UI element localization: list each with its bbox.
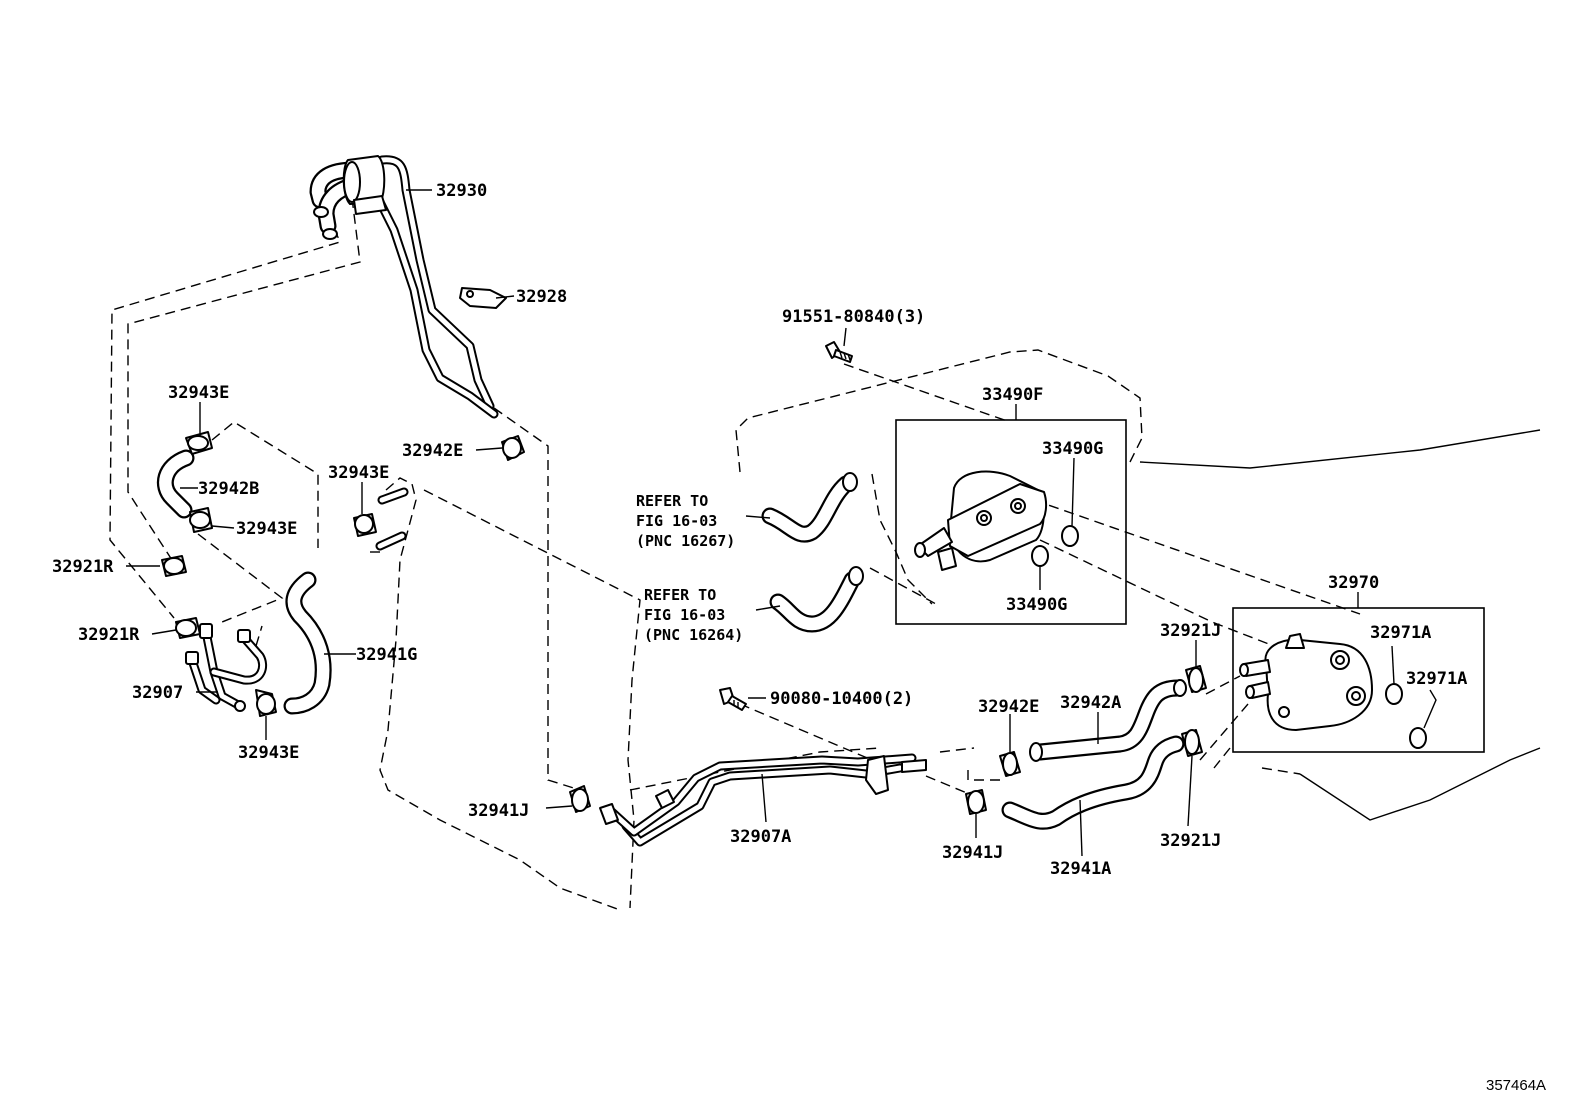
- label-91551: 91551-80840(3): [782, 307, 925, 327]
- oring-33490G-a[interactable]: [1061, 525, 1079, 547]
- oring-32971A-b[interactable]: [1409, 727, 1427, 749]
- part-labels: 32930 32928 91551-80840(3) 33490F 33490G…: [52, 181, 1467, 879]
- label-32942E-b: 32942E: [978, 697, 1039, 717]
- transmission-outline: [379, 477, 641, 911]
- part-32907-pipe[interactable]: [185, 623, 268, 712]
- ref-note-16267-line1: REFER TO: [636, 492, 708, 510]
- label-32942E-a: 32942E: [402, 441, 463, 461]
- ref-note-16264-line3: (PNC 16264): [644, 626, 743, 644]
- label-32971A-a: 32971A: [1370, 623, 1431, 643]
- clamp-32921J-upper[interactable]: [1185, 665, 1207, 693]
- label-90080: 90080-10400(2): [770, 689, 913, 709]
- label-32921R-b: 32921R: [78, 625, 140, 645]
- part-32942B-hose[interactable]: [156, 449, 195, 519]
- part-32928-clip[interactable]: [459, 287, 507, 309]
- ref-hose-16267: [761, 472, 858, 543]
- oring-33490G-b[interactable]: [1031, 545, 1049, 567]
- ref-note-16264-line1: REFER TO: [644, 586, 716, 604]
- label-32942B: 32942B: [198, 479, 259, 499]
- clamp-32943E-mid[interactable]: [189, 507, 213, 533]
- clamp-32921R-upper[interactable]: [161, 555, 187, 577]
- label-32943E-d: 32943E: [238, 743, 299, 763]
- ref-hose-16264: [769, 566, 864, 633]
- bolt-90080[interactable]: [719, 687, 747, 711]
- label-32921J-a: 32921J: [1160, 621, 1221, 641]
- label-32941J-a: 32941J: [468, 801, 529, 821]
- label-33490G-b: 33490G: [1006, 595, 1067, 615]
- figure-id: 357464A: [1486, 1077, 1546, 1094]
- clamp-32943E-bottom[interactable]: [255, 689, 277, 717]
- label-33490G-a: 33490G: [1042, 439, 1103, 459]
- part-32942A-hose[interactable]: [1029, 679, 1187, 762]
- label-32928: 32928: [516, 287, 567, 307]
- label-32930: 32930: [436, 181, 487, 201]
- ref-note-16264: REFER TO FIG 16-03 (PNC 16264): [644, 586, 743, 644]
- label-32970: 32970: [1328, 573, 1379, 593]
- label-32942A: 32942A: [1060, 693, 1121, 713]
- label-32907: 32907: [132, 683, 183, 703]
- label-32907A: 32907A: [730, 827, 791, 847]
- label-32943E-b: 32943E: [236, 519, 297, 539]
- clamp-32921J-lower[interactable]: [1181, 729, 1203, 757]
- label-32921R-a: 32921R: [52, 557, 114, 577]
- label-32943E-c: 32943E: [328, 463, 389, 483]
- bolt-91551[interactable]: [825, 341, 853, 363]
- clamp-32942E-lower[interactable]: [999, 751, 1021, 777]
- label-32921J-b: 32921J: [1160, 831, 1221, 851]
- part-33490F-cooler[interactable]: [895, 419, 1127, 625]
- oring-32971A-a[interactable]: [1385, 683, 1403, 705]
- part-32970-valve[interactable]: [1232, 607, 1485, 753]
- clamp-32942E-upper[interactable]: [501, 435, 525, 461]
- clamp-32921R-lower[interactable]: [175, 617, 201, 639]
- label-32941G: 32941G: [356, 645, 417, 665]
- clamp-32943E-top[interactable]: [185, 431, 213, 455]
- part-32941G-hose[interactable]: [283, 571, 332, 715]
- label-32971A-b: 32971A: [1406, 669, 1467, 689]
- part-32941A-hose[interactable]: [1001, 735, 1185, 830]
- transmission-fittings: [375, 487, 409, 551]
- part-32930-pipe[interactable]: [309, 155, 499, 419]
- ref-note-16267: REFER TO FIG 16-03 (PNC 16267): [636, 492, 735, 550]
- label-32941J-b: 32941J: [942, 843, 1003, 863]
- part-32907A-pipe[interactable]: [599, 753, 927, 847]
- clamp-32941J-right[interactable]: [965, 789, 987, 815]
- clamp-32941J-left[interactable]: [569, 785, 591, 813]
- label-33490F: 33490F: [982, 385, 1043, 405]
- ref-note-16267-line2: FIG 16-03: [636, 512, 717, 530]
- ref-note-16267-line3: (PNC 16267): [636, 532, 735, 550]
- label-32943E-a: 32943E: [168, 383, 229, 403]
- clamp-32943E-right[interactable]: [353, 513, 377, 537]
- ref-note-16264-line2: FIG 16-03: [644, 606, 725, 624]
- label-32941A: 32941A: [1050, 859, 1111, 879]
- leader-lines: [126, 189, 1437, 857]
- engine-outline: [735, 349, 1541, 821]
